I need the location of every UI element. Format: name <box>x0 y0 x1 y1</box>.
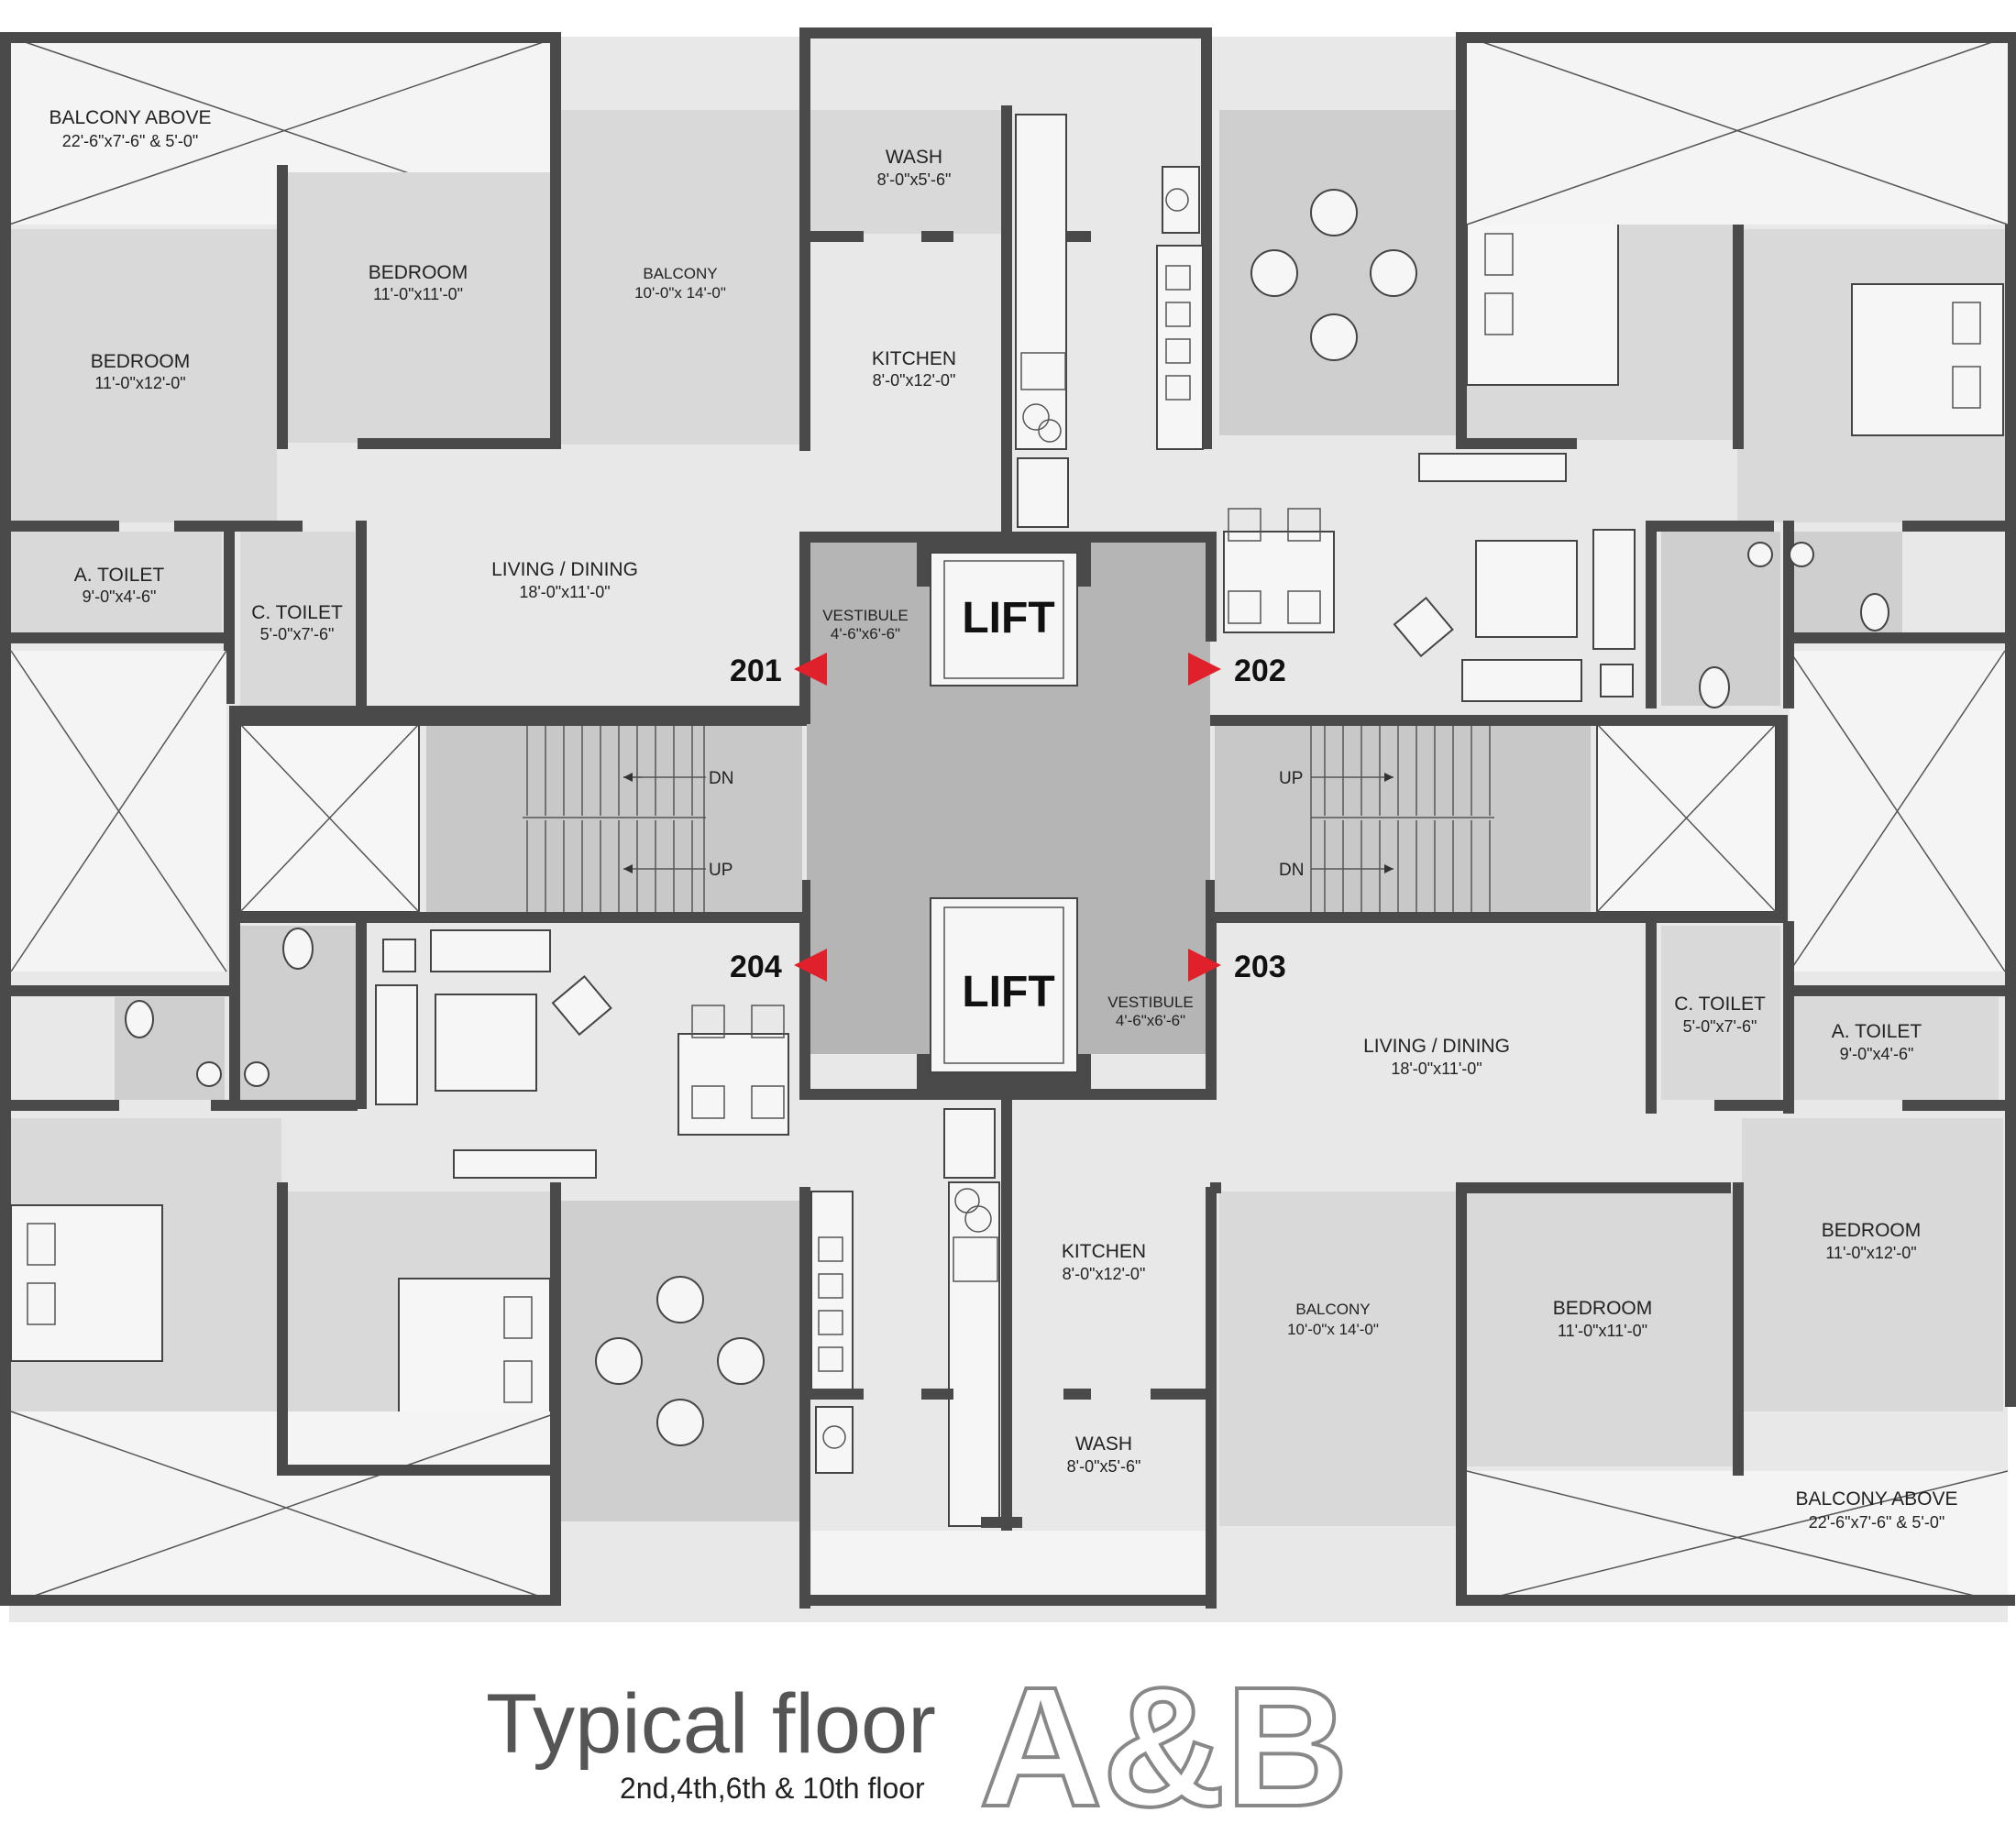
stair-left-dn: DN <box>709 769 733 788</box>
balcony-tl-dim: 10'-0"x 14'-0" <box>634 284 726 302</box>
bedroom-tl2-area <box>284 172 550 443</box>
a-toilet-tl-area <box>11 532 222 632</box>
bedroom-br1-dim: 11'-0"x12'-0" <box>1825 1244 1916 1262</box>
c-toilet-tl-area <box>240 532 355 706</box>
c-toilet-tl-dim: 5'-0"x7'-6" <box>260 625 335 643</box>
stair-right-up: UP <box>1279 769 1303 788</box>
stair-right-treads <box>1310 724 1494 912</box>
wash-b-dim: 8'-0"x5'-6" <box>1067 1457 1141 1476</box>
living-tl-label: LIVING / DINING <box>491 559 638 580</box>
kitchen-b-dim: 8'-0"x12'-0" <box>1063 1265 1146 1283</box>
c-toilet-br-dim: 5'-0"x7'-6" <box>1683 1017 1757 1036</box>
unit-203-arrow <box>1188 949 1221 982</box>
balcony-br-dim: 10'-0"x 14'-0" <box>1287 1321 1379 1338</box>
balcony-br-label: BALCONY <box>1295 1301 1370 1318</box>
unit-203-label: 203 <box>1234 950 1286 984</box>
c-toilet-tl-label: C. TOILET <box>251 602 343 623</box>
stair-right-dn: DN <box>1279 861 1304 880</box>
unit-202-arrow <box>1188 653 1221 686</box>
title-block: A&B <box>979 1653 1349 1842</box>
wash-t-label: WASH <box>886 147 942 168</box>
unit-201-label: 201 <box>730 653 782 688</box>
stair-left-up: UP <box>709 861 733 880</box>
balcony-above-br-label: BALCONY ABOVE <box>1795 1488 1957 1510</box>
vestibule-bottom-dim: 4'-6"x6'-6" <box>1116 1012 1185 1029</box>
a-toilet-tl-label: A. TOILET <box>74 565 165 586</box>
lift-bottom-label: LIFT <box>962 968 1054 1016</box>
kitchen-b-label: KITCHEN <box>1062 1241 1146 1262</box>
lift-top-label: LIFT <box>962 594 1054 642</box>
living-br-dim: 18'-0"x11'-0" <box>1391 1060 1482 1078</box>
vestibule-top-label: VESTIBULE <box>822 607 909 624</box>
bedroom-tl1-area <box>11 229 277 522</box>
bedroom-br1-label: BEDROOM <box>1822 1220 1922 1241</box>
kitchen-t-dim: 8'-0"x12'-0" <box>873 371 956 390</box>
bedroom-tl1-dim: 11'-0"x12'-0" <box>94 374 185 392</box>
unit-204-arrow <box>794 949 827 982</box>
balcony-above-tl-label: BALCONY ABOVE <box>49 107 211 128</box>
wash-b-label: WASH <box>1075 1433 1132 1455</box>
bedroom-tl2-dim: 11'-0"x11'-0" <box>373 285 463 303</box>
unit-202-label: 202 <box>1234 653 1286 688</box>
vestibule-bottom-label: VESTIBULE <box>1107 994 1194 1011</box>
a-toilet-br-dim: 9'-0"x4'-6" <box>1840 1045 1914 1063</box>
wash-t-dim: 8'-0"x5'-6" <box>877 170 952 189</box>
kitchen-t-label: KITCHEN <box>872 348 956 369</box>
balcony-above-tl-dim: 22'-6"x7'-6" & 5'-0" <box>62 132 199 150</box>
unit-201-arrow <box>794 653 827 686</box>
vestibule-top-dim: 4'-6"x6'-6" <box>831 625 900 642</box>
bedroom-tl2-label: BEDROOM <box>369 262 468 283</box>
bedroom-br2-label: BEDROOM <box>1553 1298 1653 1319</box>
title-sub: 2nd,4th,6th & 10th floor <box>620 1772 925 1805</box>
balcony-above-br-dim: 22'-6"x7'-6" & 5'-0" <box>1809 1513 1945 1532</box>
bedroom-br2-dim: 11'-0"x11'-0" <box>1558 1322 1647 1340</box>
title-main: Typical floor <box>486 1677 936 1771</box>
bedroom-tl1-label: BEDROOM <box>91 351 191 372</box>
balcony-tl-area <box>559 110 802 445</box>
living-br-label: LIVING / DINING <box>1363 1036 1510 1057</box>
balcony-tl-label: BALCONY <box>643 265 717 282</box>
wash-t-area <box>807 110 1004 234</box>
a-toilet-br-label: A. TOILET <box>1832 1021 1922 1042</box>
stair-left-treads <box>523 724 706 912</box>
a-toilet-tl-dim: 9'-0"x4'-6" <box>83 588 157 606</box>
unit-204-label: 204 <box>730 950 782 984</box>
living-tl-dim: 18'-0"x11'-0" <box>519 583 610 601</box>
c-toilet-br-label: C. TOILET <box>1674 994 1766 1015</box>
